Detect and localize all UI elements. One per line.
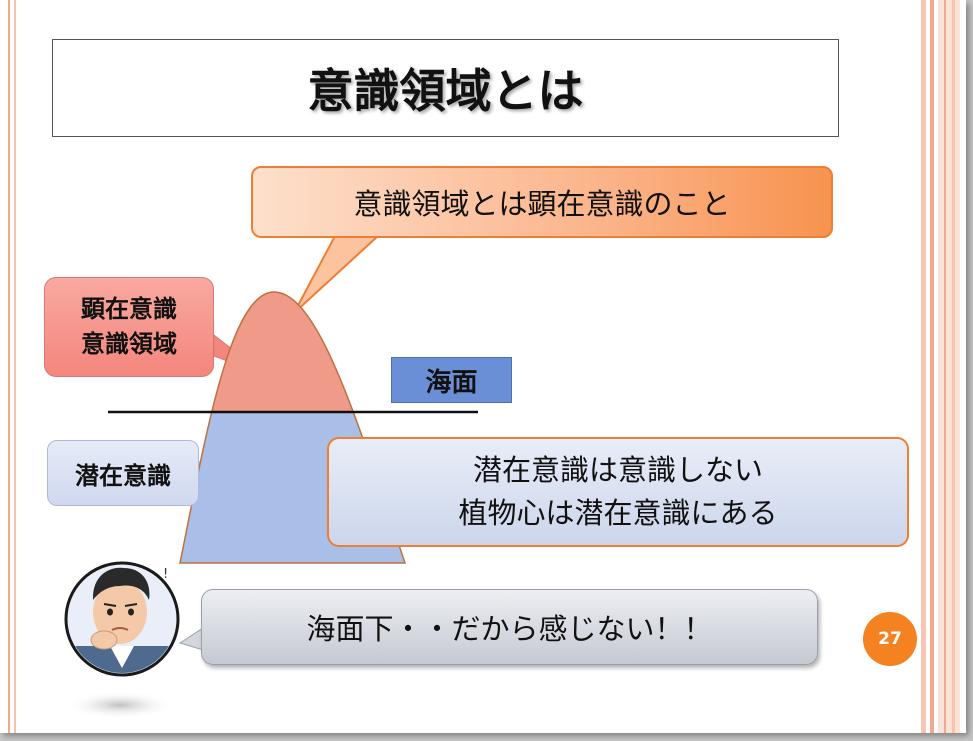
character-speech-text: 海面下・・だから感じない！！ (306, 612, 713, 646)
callout-top-tail (293, 235, 381, 314)
page-number-badge: 27 (863, 612, 917, 666)
conscious-region (211, 291, 355, 412)
decor-stripe (14, 0, 16, 733)
subconscious-desc-line1: 潜在意識は意識しない (472, 452, 763, 487)
definition-callout: 意識領域とは顕在意識のこと (251, 166, 833, 238)
subconscious-desc-callout: 潜在意識は意識しない 植物心は潜在意識にある (327, 437, 909, 547)
svg-text:!: ! (163, 567, 168, 582)
subconscious-callout: 潜在意識 (47, 440, 199, 506)
character-shadow (65, 691, 175, 719)
decor-stripe (952, 0, 955, 733)
subconscious-label: 潜在意識 (75, 461, 171, 490)
slide-title: 意識領域とは (307, 64, 584, 118)
title-box: 意識領域とは (52, 39, 839, 137)
decor-stripe (8, 0, 10, 733)
sea-label: 海面 (391, 357, 512, 403)
worried-man-icon: ! (64, 561, 180, 677)
decor-stripe (944, 0, 946, 733)
subconscious-desc-line2: 植物心は潜在意識にある (458, 496, 778, 530)
definition-text: 意識領域とは顕在意識のこと (353, 187, 731, 221)
decor-stripe (930, 0, 934, 733)
conscious-callout: 顕在意識 意識領域 (44, 277, 214, 377)
decor-stripe (921, 0, 926, 733)
conscious-label-line1: 顕在意識 (81, 295, 177, 324)
character-speech-bubble: 海面下・・だから感じない！！ (201, 589, 818, 665)
callout-gray-tail (178, 627, 204, 651)
conscious-label-line2: 意識領域 (81, 330, 177, 358)
